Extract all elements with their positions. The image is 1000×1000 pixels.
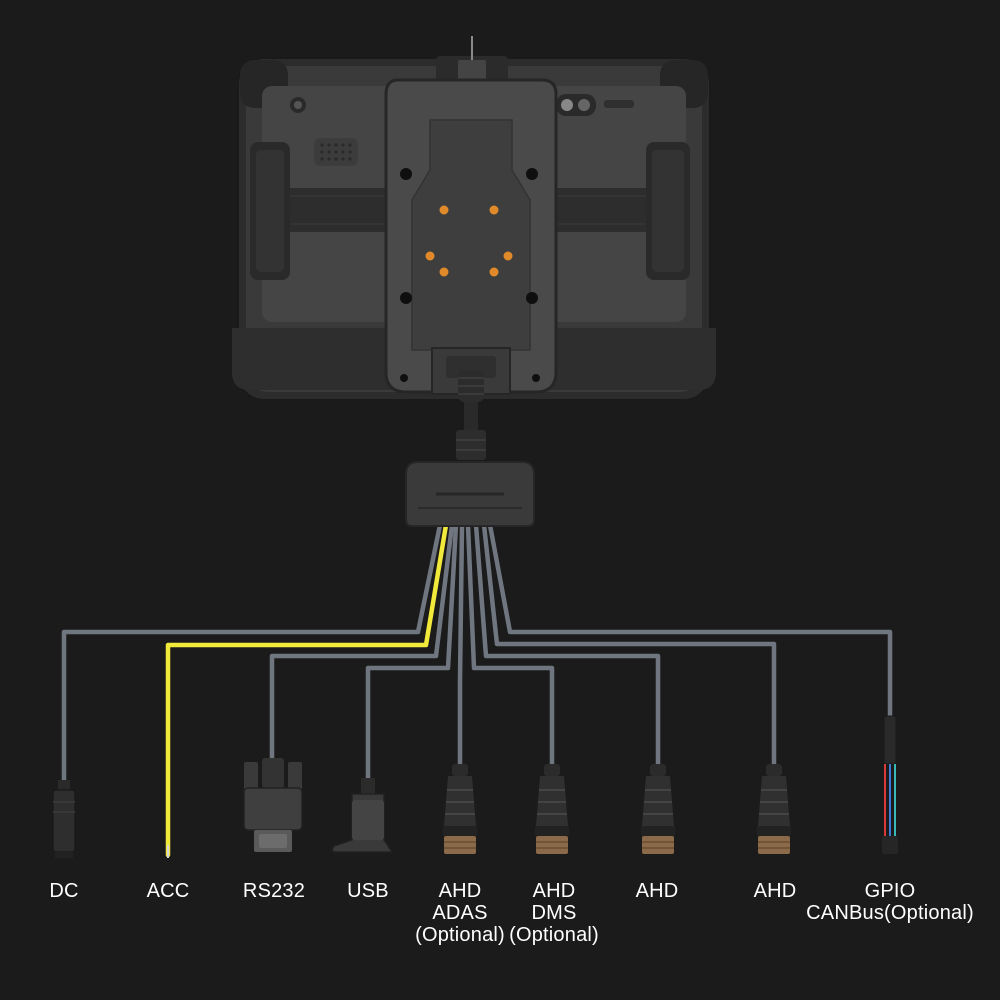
cable-ahd-2: [481, 522, 777, 773]
cable-ahd-dms: [465, 522, 555, 773]
cable-gpio: [487, 522, 893, 723]
cable-usb: [365, 522, 459, 793]
rugged-tablet-back: [232, 57, 716, 401]
aviation-connector-icon: [641, 764, 675, 854]
camera-icon: [290, 97, 306, 113]
gpio-wire-bundle-icon: [882, 715, 898, 854]
pogo-pins: [425, 205, 513, 277]
rear-camera-icon: [556, 94, 634, 116]
speaker-grille: [314, 138, 358, 166]
cable-rs232: [269, 522, 455, 765]
cable-acc: [165, 522, 449, 858]
aviation-connector-icon: [757, 764, 791, 854]
label-ahd-adas: AHD ADAS (Optional): [415, 880, 505, 946]
usb-a-plug-icon: [331, 778, 394, 853]
label-ahd-dms: AHD DMS (Optional): [509, 880, 599, 946]
db9-connector-icon: [243, 758, 303, 852]
label-gpio: GPIO CANBus(Optional): [806, 880, 974, 924]
cable-ahd-adas: [457, 522, 465, 773]
aviation-connector-icon: [443, 764, 477, 854]
aviation-connector-icon: [535, 764, 569, 854]
side-grip-left: [250, 142, 290, 280]
label-acc: ACC: [146, 880, 190, 902]
label-usb: USB: [347, 880, 389, 902]
label-dc: DC: [49, 880, 79, 902]
mounting-holes: [400, 168, 540, 382]
side-grip-right: [646, 142, 690, 280]
label-ahd-1: AHD: [635, 880, 679, 902]
label-rs232: RS232: [242, 880, 306, 902]
label-ahd-2: AHD: [753, 880, 797, 902]
cable-harness: [61, 522, 893, 858]
dc-barrel-plug-icon: [52, 780, 76, 858]
cable-ahd-1: [473, 522, 661, 773]
cable-dc: [61, 522, 443, 788]
breakout-connector: [405, 370, 535, 527]
vehicle-dock-cradle: [384, 36, 558, 395]
